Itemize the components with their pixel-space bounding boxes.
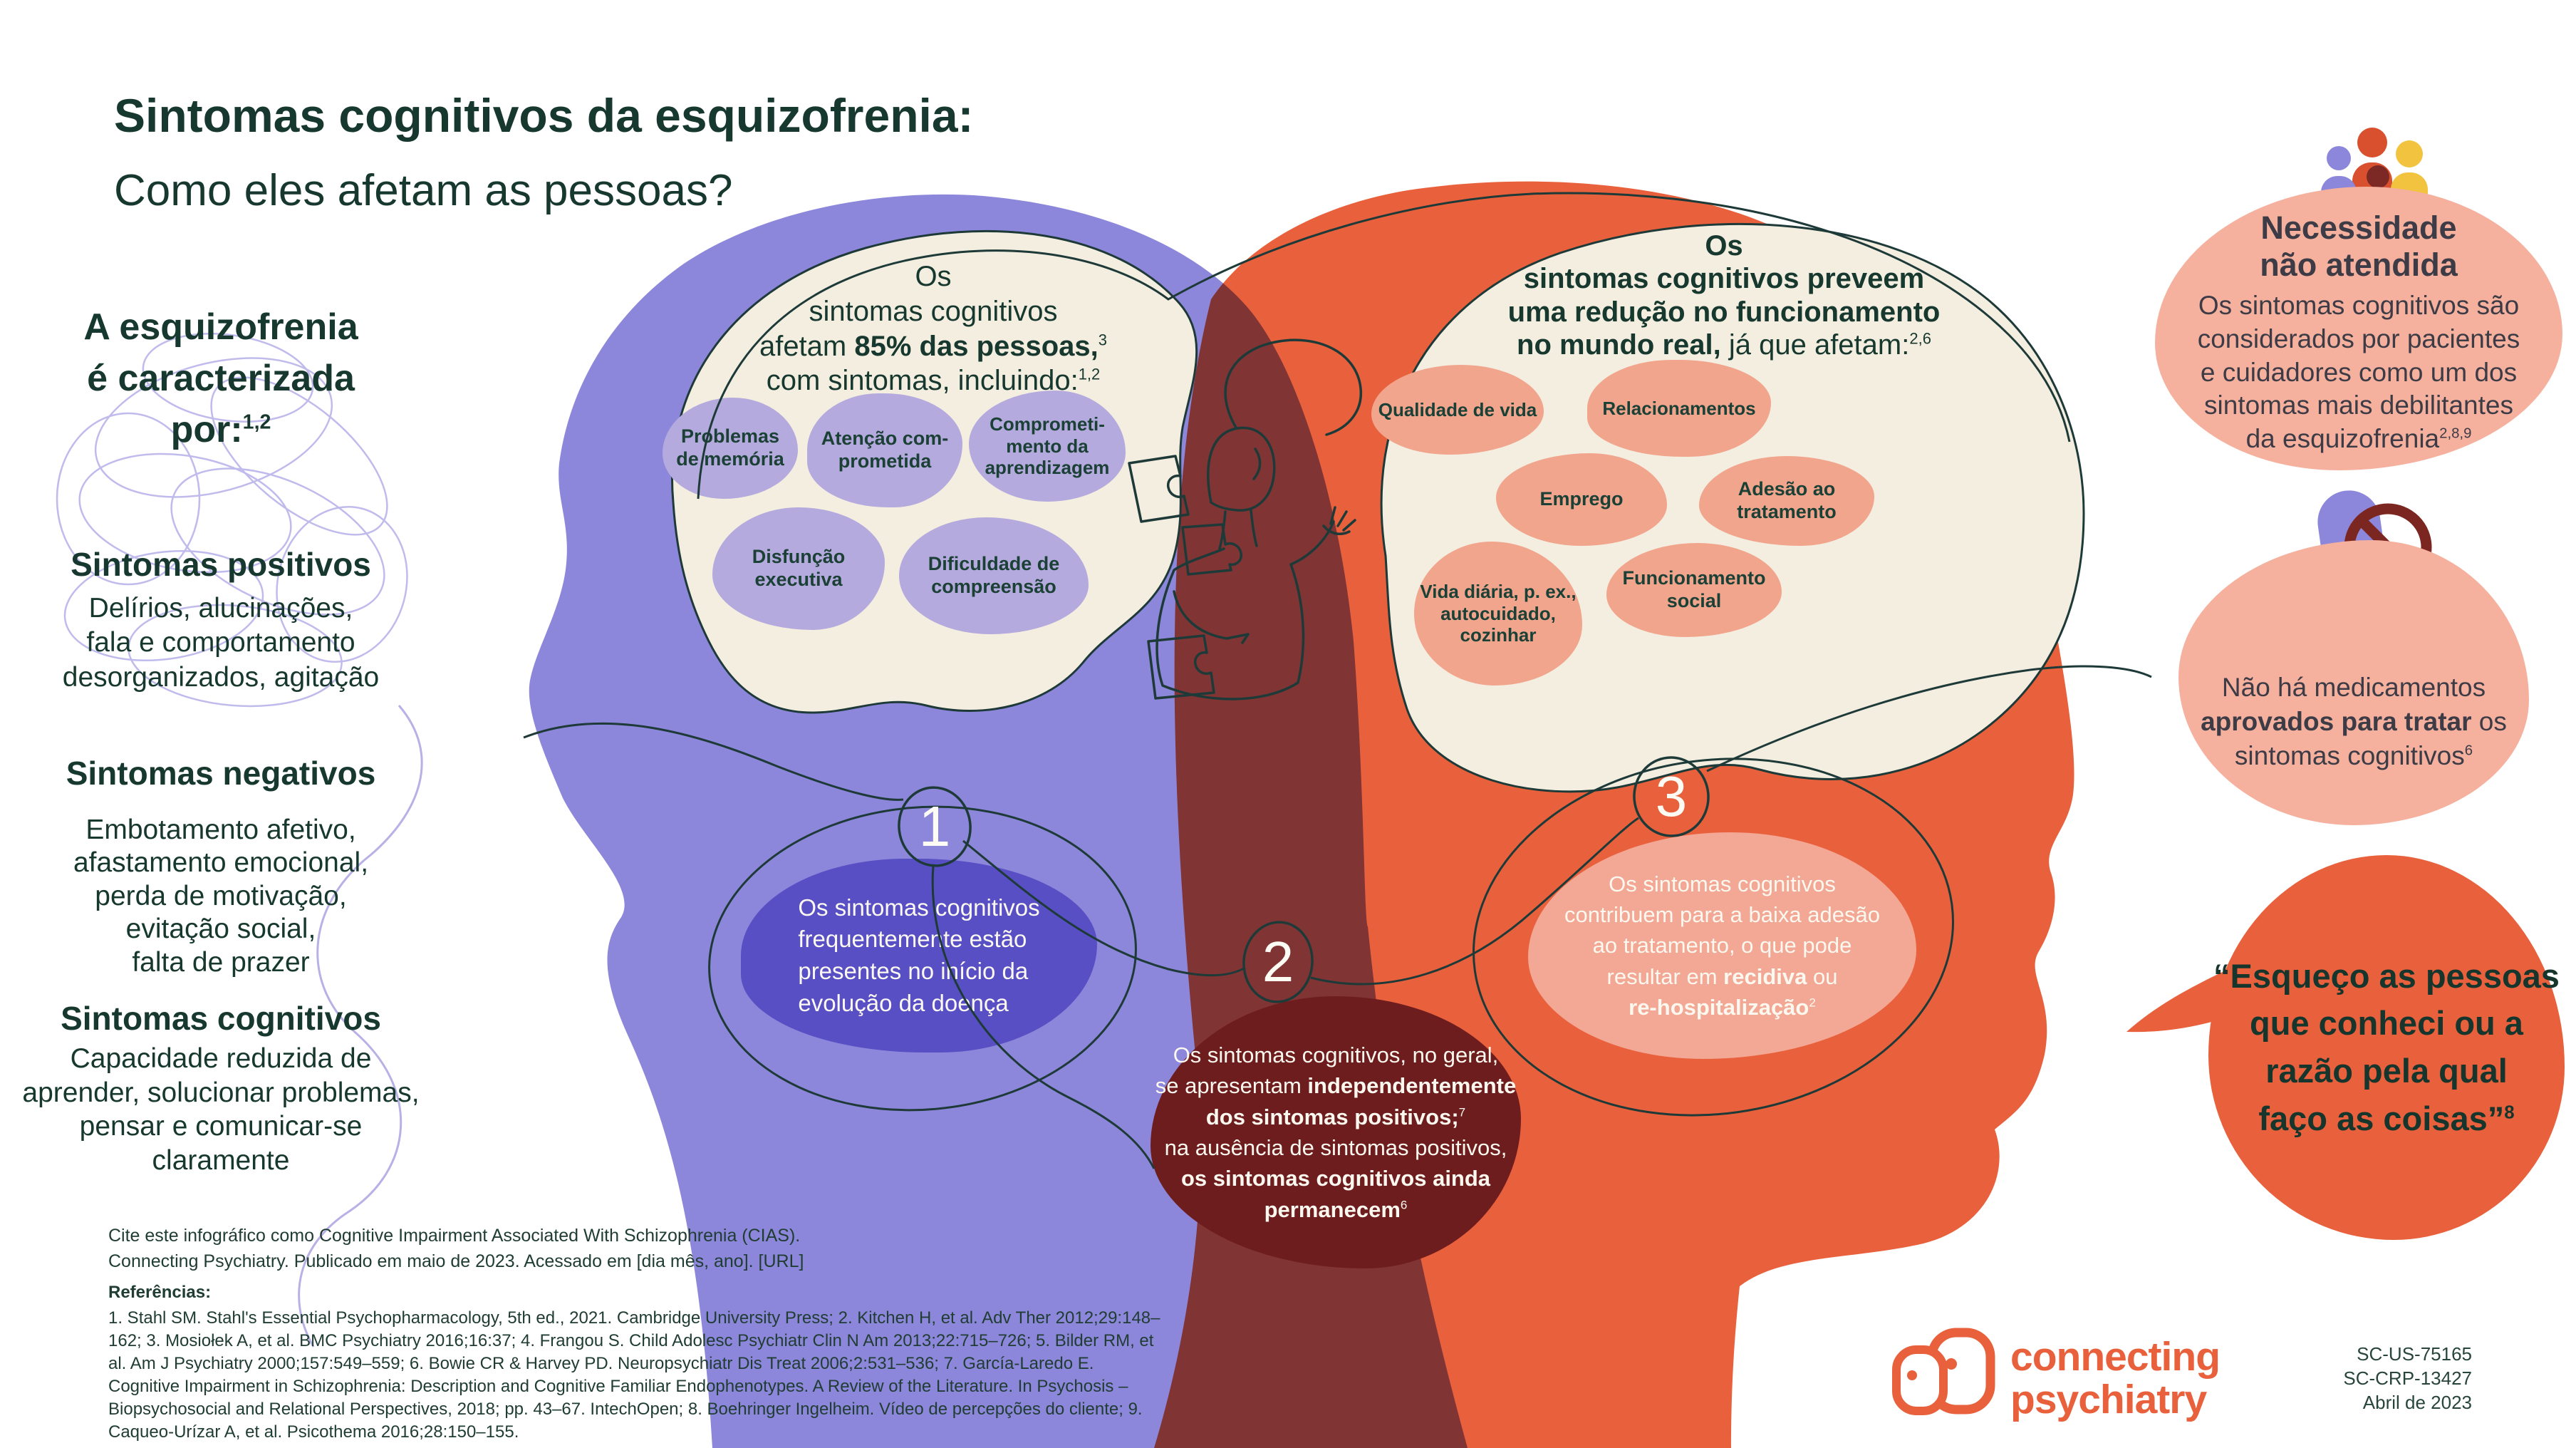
- quote-text: “Esqueço as pessoas que conheci ou a raz…: [2213, 956, 2560, 1137]
- approval-code-3: Abril de 2023: [2362, 1391, 2472, 1413]
- callout-1-number: 1: [918, 795, 951, 858]
- callout-2-text: Os sintomas cognitivos, no geral, se apr…: [1155, 1042, 1517, 1222]
- callout-3-number: 3: [1655, 765, 1688, 828]
- impact-bubble-emprego: Emprego: [1496, 453, 1667, 546]
- page-title: Sintomas cognitivos da esquizofrenia: Co…: [114, 77, 1254, 227]
- approval-code-2: SC-CRP-13427: [2343, 1367, 2472, 1389]
- callout-3-text: Os sintomas cognitivos contribuem para a…: [1564, 871, 1880, 1020]
- callout-2-blob: Os sintomas cognitivos, no geral, se apr…: [1151, 996, 1521, 1268]
- references-heading: Referências:: [108, 1283, 212, 1302]
- logo-wordmark-line2: psychiatry: [2010, 1377, 2207, 1423]
- symptom-bubble-executiva: Disfunção executiva: [712, 507, 885, 630]
- left-curve-line: [298, 705, 423, 1348]
- no-medications-bubble: Não há medicamentos aprovados para trata…: [2178, 540, 2529, 825]
- approval-codes: SC-US-75165 SC-CRP-13427 Abril de 2023: [2280, 1343, 2472, 1415]
- left-intro-heading: A esquizofrenia é caracterizada por:1,2: [83, 306, 358, 450]
- symptom-bubble-aprendizagem: Comprometi- mento da aprendizagem: [969, 391, 1126, 502]
- connecting-psychiatry-logo-icon: [1892, 1328, 1995, 1415]
- brain-scribble-icon: [56, 333, 408, 708]
- impact-bubble-vida-diaria: Vida diária, p. ex., autocuidado, cozinh…: [1414, 542, 1582, 686]
- section-body-negativos: Embotamento afetivo, afastamento emocion…: [73, 814, 369, 978]
- unmet-need-heading: Necessidade não atendida: [2260, 210, 2458, 284]
- no-medications-text: Não há medicamentos aprovados para trata…: [2201, 672, 2507, 771]
- callout-1-blob: Os sintomas cognitivos frequentemente es…: [741, 859, 1097, 1053]
- callout-1-text: Os sintomas cognitivos frequentemente es…: [798, 894, 1040, 1016]
- purple-head-intro: Os sintomas cognitivos afetam 85% das pe…: [759, 261, 1108, 397]
- section-body-positivos: Delírios, alucinações, fala e comportame…: [62, 593, 380, 693]
- section-heading-cognitivos: Sintomas cognitivos: [61, 1000, 381, 1037]
- section-heading-negativos: Sintomas negativos: [66, 755, 376, 792]
- section-body-cognitivos: Capacidade reduzida de aprender, solucio…: [22, 1043, 420, 1176]
- unmet-need-body: Os sintomas cognitivos são considerados …: [2197, 291, 2520, 453]
- impact-bubble-adesao: Adesão ao tratamento: [1699, 456, 1874, 546]
- callout-2-number: 2: [1262, 930, 1294, 993]
- orange-head-intro: Os sintomas cognitivos preveem uma reduç…: [1507, 230, 1941, 361]
- approval-code-1: SC-US-75165: [2357, 1343, 2472, 1365]
- references-text: 1. Stahl SM. Stahl's Essential Psychopha…: [108, 1308, 1160, 1442]
- impact-bubble-social: Funcionamento social: [1606, 543, 1782, 637]
- symptom-bubble-compreensao: Dificuldade de compreensão: [899, 517, 1089, 634]
- page-title-line1: Sintomas cognitivos da esquizofrenia:: [114, 89, 974, 142]
- section-heading-positivos: Sintomas positivos: [71, 546, 371, 583]
- symptom-bubble-atencao: Atenção com- prometida: [807, 393, 962, 507]
- page-title-line2: Como eles afetam as pessoas?: [114, 165, 733, 215]
- logo-wordmark-line1: connecting: [2010, 1334, 2221, 1380]
- logo-wordmark: connecting psychiatry: [2010, 1334, 2221, 1423]
- unmet-need-bubble: Necessidade não atendida Os sintomas cog…: [2155, 187, 2562, 470]
- quote-bubble: “Esqueço as pessoas que conheci ou a raz…: [2208, 855, 2565, 1240]
- citation-text: Cite este infográfico como Cognitive Imp…: [108, 1226, 804, 1272]
- impact-bubble-relacionamentos: Relacionamentos: [1587, 360, 1771, 457]
